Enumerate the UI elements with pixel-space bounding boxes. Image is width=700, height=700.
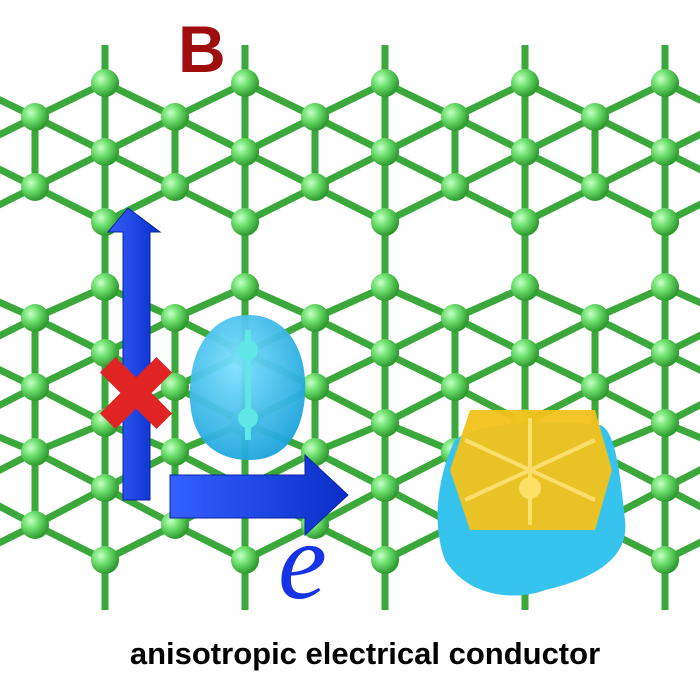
atom xyxy=(581,304,609,332)
atom xyxy=(581,173,609,201)
atom xyxy=(581,373,609,401)
atom xyxy=(301,103,329,131)
electron-label: e xyxy=(278,500,327,622)
atom xyxy=(91,273,119,301)
atom xyxy=(21,173,49,201)
atom xyxy=(91,339,119,367)
atom xyxy=(161,438,189,466)
magnetic-field-label: B xyxy=(178,12,226,86)
atom xyxy=(651,138,679,166)
atom xyxy=(581,103,609,131)
caption: anisotropic electrical conductor xyxy=(129,636,601,671)
atom xyxy=(651,546,679,574)
atom xyxy=(371,409,399,437)
atom xyxy=(371,208,399,236)
atom xyxy=(231,546,259,574)
atom xyxy=(231,69,259,97)
blocked-cross-icon xyxy=(99,356,173,430)
atom xyxy=(441,373,469,401)
atom xyxy=(301,373,329,401)
orbital-right xyxy=(437,410,626,596)
atom xyxy=(511,273,539,301)
atom xyxy=(651,474,679,502)
atom xyxy=(651,69,679,97)
atom xyxy=(441,103,469,131)
atom xyxy=(651,208,679,236)
atom xyxy=(231,138,259,166)
vertical-arrow xyxy=(106,207,162,501)
atom xyxy=(511,208,539,236)
atom xyxy=(511,69,539,97)
atom xyxy=(21,103,49,131)
atom xyxy=(441,304,469,332)
atom xyxy=(161,373,189,401)
atom xyxy=(511,339,539,367)
cyan-orbital-left xyxy=(189,315,306,460)
atom xyxy=(231,208,259,236)
atom xyxy=(651,409,679,437)
atom xyxy=(651,273,679,301)
atom xyxy=(371,339,399,367)
atom xyxy=(371,138,399,166)
atom xyxy=(651,339,679,367)
atom xyxy=(161,103,189,131)
atom xyxy=(371,273,399,301)
atom xyxy=(371,546,399,574)
atom xyxy=(511,138,539,166)
atom xyxy=(21,511,49,539)
atom xyxy=(91,474,119,502)
atom xyxy=(441,173,469,201)
atom xyxy=(21,304,49,332)
horizontal-arrow xyxy=(169,453,349,537)
atom xyxy=(161,304,189,332)
atom xyxy=(21,438,49,466)
atom xyxy=(301,304,329,332)
atom xyxy=(91,138,119,166)
atom xyxy=(301,173,329,201)
atom xyxy=(231,273,259,301)
atom xyxy=(161,173,189,201)
atom xyxy=(91,546,119,574)
atom xyxy=(91,69,119,97)
atom xyxy=(21,373,49,401)
atom xyxy=(371,474,399,502)
atom xyxy=(371,69,399,97)
